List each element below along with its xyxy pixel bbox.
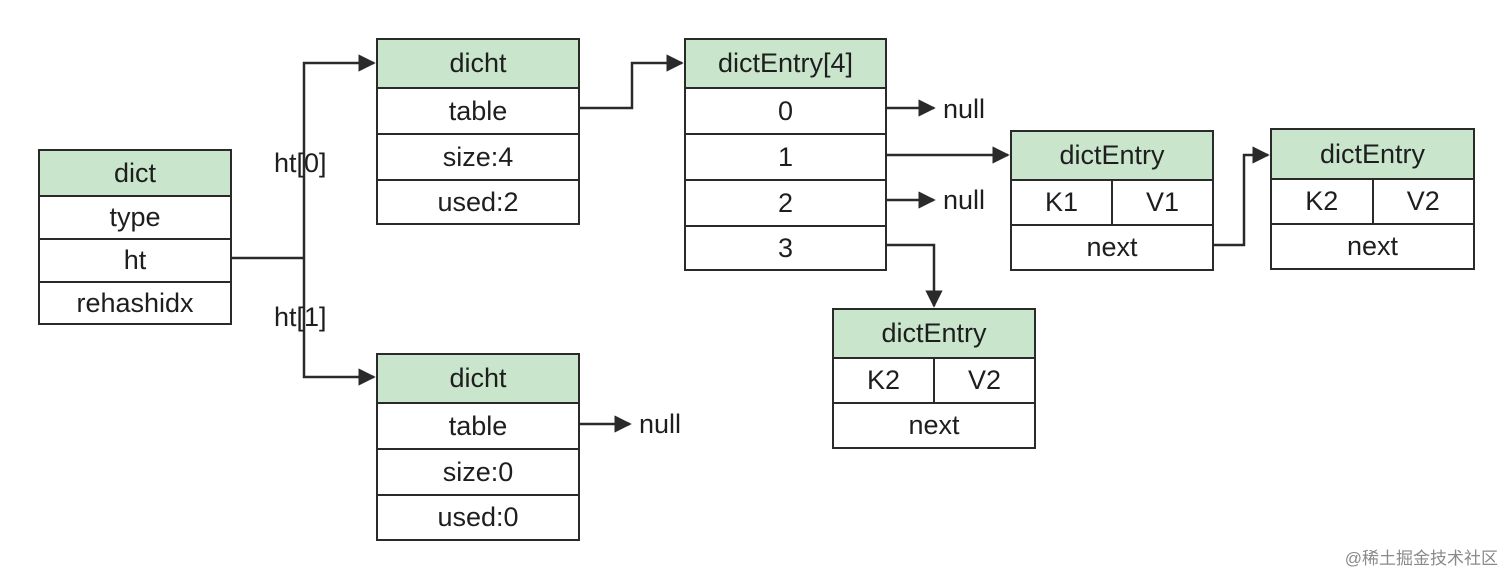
- ht1-dicht: dicht table size:0 used:0: [376, 353, 580, 541]
- entry-k2-slot3-value: V2: [933, 359, 1034, 402]
- entry-k2-chain-title: dictEntry: [1272, 130, 1473, 178]
- array-slot-3: 3: [686, 225, 885, 269]
- arrow-ht1: [302, 258, 376, 386]
- entry-k2-slot3-title: dictEntry: [834, 310, 1034, 357]
- arrow-next-chain: [1212, 146, 1270, 247]
- entry-k2-slot3-kv: K2 V2: [834, 357, 1034, 402]
- dict-field-type: type: [40, 195, 230, 238]
- ht0-title: dicht: [378, 40, 578, 87]
- array-title: dictEntry[4]: [686, 40, 885, 87]
- arrow-ht0: [302, 54, 376, 258]
- arrow-table-to-array: [580, 54, 684, 110]
- slot2-null: null: [943, 185, 986, 215]
- dict-field-rehashidx: rehashidx: [40, 281, 230, 323]
- entry-k1-next: next: [1012, 224, 1212, 269]
- dict-title: dict: [40, 151, 230, 195]
- array-slot-1: 1: [686, 133, 885, 179]
- entry-k2-chain-key: K2: [1305, 186, 1339, 216]
- entry-k1-kv: K1 V1: [1012, 179, 1212, 224]
- ht0-field-size: size:4: [378, 133, 578, 179]
- entry-k2-slot3-next: next: [834, 402, 1034, 447]
- ht1-link-label: ht[1]: [274, 302, 327, 332]
- dict-struct: dict type ht rehashidx: [38, 149, 232, 325]
- entry-k1-value: V1: [1111, 181, 1212, 224]
- entry-k1-title: dictEntry: [1012, 132, 1212, 179]
- entry-k2-chain-next: next: [1272, 223, 1473, 268]
- ht0-dicht: dicht table size:4 used:2: [376, 38, 580, 225]
- array-slot-0: 0: [686, 87, 885, 133]
- array-slot-2: 2: [686, 179, 885, 225]
- ht1-field-size: size:0: [378, 448, 578, 494]
- dictentry-array: dictEntry[4] 0 1 2 3: [684, 38, 887, 271]
- dict-field-ht: ht: [40, 238, 230, 281]
- ht0-field-used: used:2: [378, 179, 578, 223]
- entry-k1-key: K1: [1044, 187, 1079, 217]
- arrow-slot3-entry: [886, 243, 943, 308]
- ht0-link-label: ht[0]: [274, 148, 327, 178]
- dictentry-k2-chain: dictEntry K2 V2 next: [1270, 128, 1475, 270]
- ht1-title: dicht: [378, 355, 578, 402]
- entry-k2-chain-kv: K2 V2: [1272, 178, 1473, 223]
- entry-k2-slot3-key: K2: [866, 365, 901, 395]
- dictentry-k2-slot3: dictEntry K2 V2 next: [832, 308, 1036, 449]
- dictentry-k1: dictEntry K1 V1 next: [1010, 130, 1214, 271]
- ht1-table-null: null: [639, 409, 682, 439]
- watermark: @稀土掘金技术社区: [1344, 549, 1498, 568]
- slot0-null: null: [943, 94, 986, 124]
- ht1-field-used: used:0: [378, 494, 578, 539]
- entry-k2-chain-value: V2: [1371, 180, 1474, 223]
- ht1-field-table: table: [378, 402, 578, 448]
- ht0-field-table: table: [378, 87, 578, 133]
